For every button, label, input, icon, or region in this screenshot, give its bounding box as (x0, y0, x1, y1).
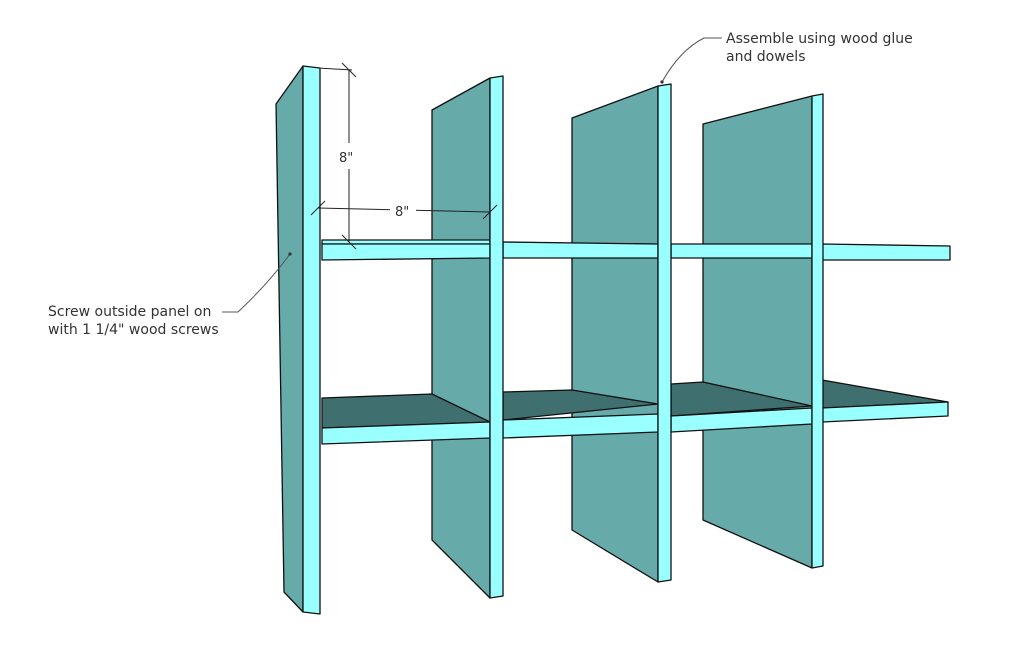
screw-callout-line-2: with 1 1/4" wood screws (48, 322, 219, 338)
horizontal-dimension-label: 8" (395, 205, 409, 220)
glue-callout-line-2: and dowels (726, 49, 806, 65)
upper-shelf-edge-3 (670, 243, 813, 259)
divider-1-face (431, 77, 491, 599)
glue-callout: Assemble using wood glue and dowels (726, 30, 913, 66)
divider-3-face (702, 95, 813, 569)
screw-callout: Screw outside panel on with 1 1/4" wood … (48, 303, 219, 339)
upper-shelf-edge-1 (321, 243, 491, 261)
divider-1-edge (489, 75, 504, 599)
divider-2-face (571, 85, 659, 583)
glue-callout-line-1: Assemble using wood glue (726, 31, 913, 47)
upper-shelf-edge-2 (502, 241, 659, 259)
outside-panel-face (275, 65, 304, 613)
outside-panel-edge (302, 65, 321, 615)
screw-callout-line-1: Screw outside panel on (48, 304, 212, 320)
glue-callout-leader (661, 37, 722, 83)
upper-shelf-edge-4 (821, 243, 951, 261)
vertical-dimension-label: 8" (339, 151, 353, 166)
divider-3-edge (811, 93, 824, 569)
screw-callout-leader (222, 253, 291, 313)
divider-2-edge (657, 83, 672, 583)
